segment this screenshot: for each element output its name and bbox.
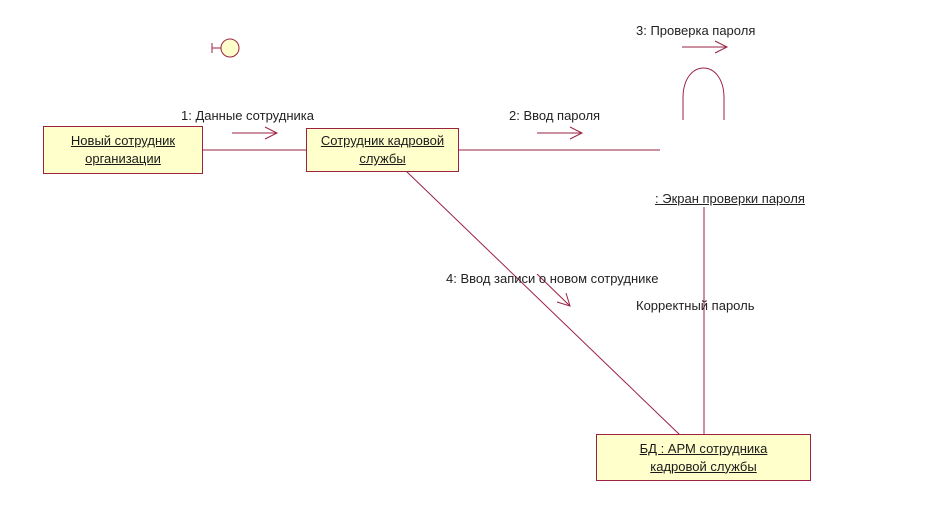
message-label-4: 4: Ввод записи о новом сотруднике (446, 271, 659, 286)
self-loop (682, 67, 725, 120)
object-new-employee-line2: организации (85, 151, 161, 166)
message-label-5: Корректный пароль (636, 298, 755, 313)
object-db-arm-line2: кадровой службы (650, 458, 757, 474)
message-label-3: 3: Проверка пароля (636, 23, 756, 38)
object-new-employee[interactable]: Новый сотрудник организации (43, 126, 203, 174)
object-hr-employee-line1: Сотрудник кадровой (320, 133, 445, 148)
boundary-label[interactable]: : Экран проверки пароля (655, 191, 805, 206)
object-hr-employee[interactable]: Сотрудник кадровой службы (306, 128, 459, 172)
message-arrow-4 (536, 273, 571, 307)
object-hr-employee-line2: службы (359, 151, 406, 166)
link-hr-to-db (405, 170, 681, 436)
message-label-1: 1: Данные сотрудника (181, 108, 314, 123)
message-arrow-3 (682, 40, 729, 54)
object-db-arm[interactable]: БД : АРМ сотрудника кадровой службы (596, 434, 811, 481)
message-arrow-2 (537, 126, 584, 140)
object-db-arm-line1: БД : АРМ сотрудника (639, 440, 768, 456)
message-label-2: 2: Ввод пароля (509, 108, 601, 123)
object-new-employee-line1: Новый сотрудник (70, 133, 176, 148)
message-arrow-1 (232, 126, 279, 140)
boundary-icon (211, 38, 240, 58)
